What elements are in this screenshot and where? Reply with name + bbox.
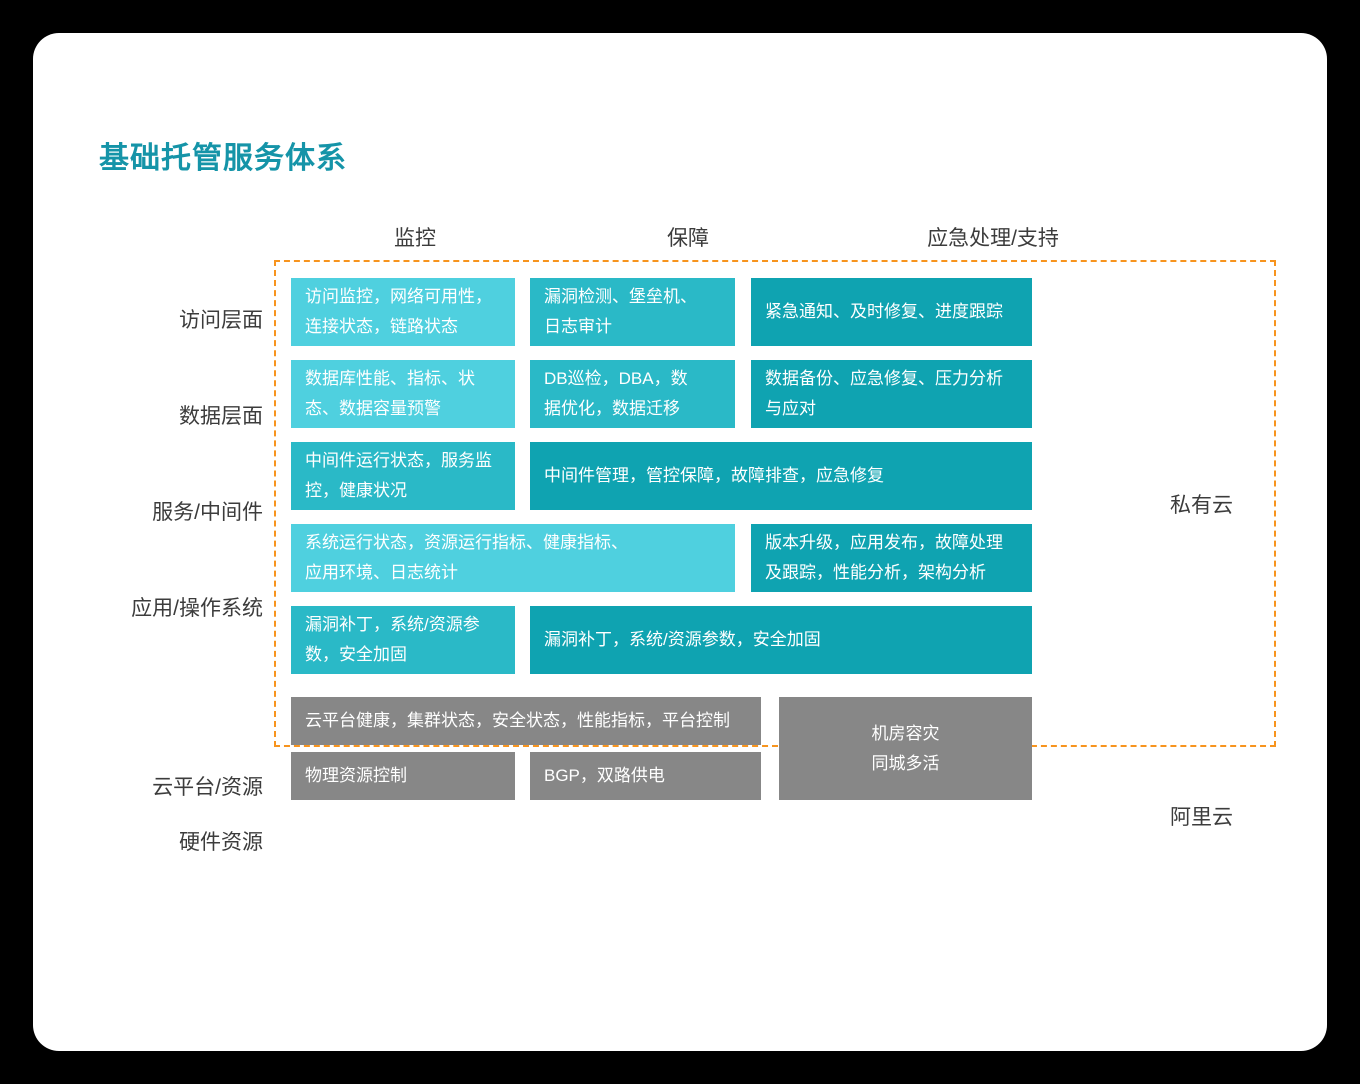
cell-hardware-assurance: BGP，双路供电 (530, 752, 761, 800)
page-title: 基础托管服务体系 (99, 142, 347, 175)
cell-security-monitoring: 漏洞补丁，系统/资源参 数，安全加固 (291, 606, 515, 674)
cell-service-monitoring: 中间件运行状态，服务监 控，健康状况 (291, 442, 515, 510)
cell-access-monitoring: 访问监控，网络可用性， 连接状态，链路状态 (291, 278, 515, 346)
row-label-service-middleware: 服务/中间件 (152, 501, 263, 524)
cell-data-assurance: DB巡检，DBA，数 据优化，数据迁移 (530, 360, 735, 428)
row-label-hardware: 硬件资源 (179, 831, 263, 854)
row-label-data-layer: 数据层面 (179, 405, 263, 428)
column-header-monitoring: 监控 (394, 227, 436, 250)
cell-datacenter-disaster-recovery: 机房容灾 同城多活 (779, 697, 1032, 800)
column-header-emergency: 应急处理/支持 (927, 227, 1059, 250)
row-label-cloud-platform: 云平台/资源 (152, 776, 263, 799)
cell-security-assurance-emergency: 漏洞补丁，系统/资源参数，安全加固 (530, 606, 1032, 674)
row-label-access-layer: 访问层面 (179, 309, 263, 332)
row-label-app-os: 应用/操作系统 (131, 597, 263, 620)
cell-data-monitoring: 数据库性能、指标、状 态、数据容量预警 (291, 360, 515, 428)
side-label-private-cloud: 私有云 (1170, 494, 1233, 517)
cell-access-assurance: 漏洞检测、堡垒机、 日志审计 (530, 278, 735, 346)
cell-service-assurance-emergency: 中间件管理，管控保障，故障排查，应急修复 (530, 442, 1032, 510)
cell-access-emergency: 紧急通知、及时修复、进度跟踪 (751, 278, 1032, 346)
side-label-public-cloud: 阿里云 (1170, 806, 1233, 829)
cell-app-monitoring-assurance: 系统运行状态，资源运行指标、健康指标、 应用环境、日志统计 (291, 524, 735, 592)
column-header-assurance: 保障 (667, 227, 709, 250)
cell-platform-monitoring-assurance: 云平台健康，集群状态，安全状态，性能指标，平台控制 (291, 697, 761, 745)
diagram-card: 基础托管服务体系 监控 保障 应急处理/支持 访问层面 数据层面 服务/中间件 … (33, 33, 1327, 1051)
cell-app-emergency: 版本升级，应用发布，故障处理 及跟踪，性能分析，架构分析 (751, 524, 1032, 592)
cell-data-emergency: 数据备份、应急修复、压力分析 与应对 (751, 360, 1032, 428)
cell-hardware-monitoring: 物理资源控制 (291, 752, 515, 800)
